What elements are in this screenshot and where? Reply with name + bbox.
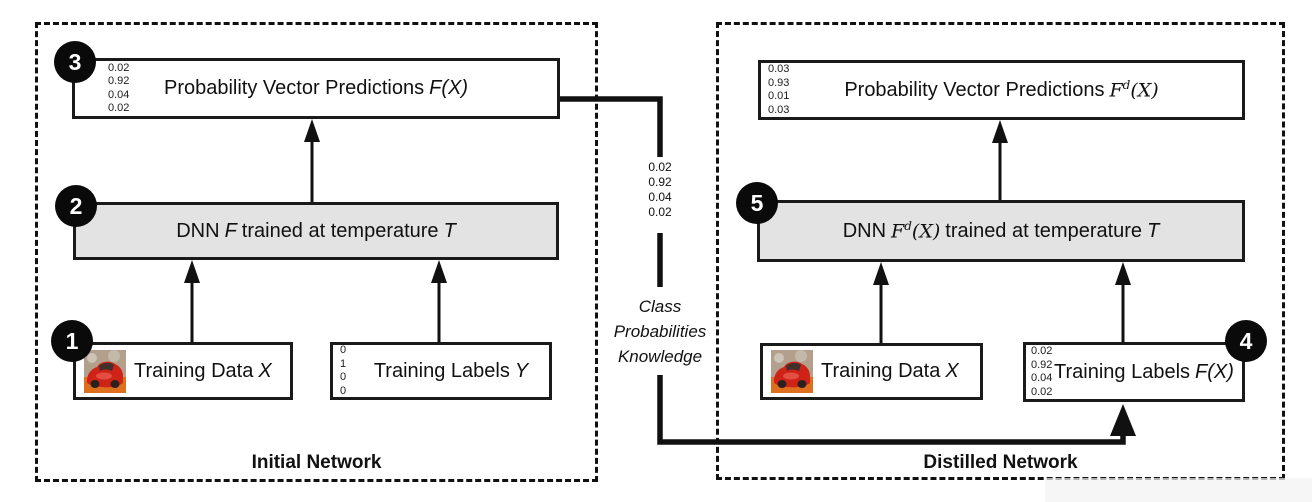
math-fx: F(X) [429, 77, 469, 99]
training-data-label-distilled: Training Data X [821, 360, 959, 382]
prediction-box-distilled: 0.03 0.93 0.01 0.03 Probability Vector P… [758, 60, 1245, 120]
math-y: Y [514, 359, 529, 382]
training-data-box-initial: Training Data X [73, 342, 293, 400]
knowledge-values: 0.02 0.92 0.04 0.02 [648, 160, 672, 219]
training-labels-box-distilled: 0.02 0.92 0.04 0.02 Training Labels F(X) [1023, 342, 1245, 402]
training-labels-label-initial: Training Labels Y [373, 359, 529, 382]
training-image-car [771, 350, 813, 393]
prediction-values-initial: 0.02 0.92 0.04 0.02 [108, 61, 130, 115]
initial-network-panel [35, 22, 598, 482]
math-t: T [1147, 220, 1160, 243]
training-labels-values-distilled: 0.02 0.92 0.04 0.02 [1031, 345, 1053, 398]
knowledge-caption: Class Probabilities Knowledge [613, 297, 707, 366]
training-labels-label-distilled: Training Labels F(X) [1054, 360, 1234, 383]
training-image-car [84, 349, 126, 393]
step-badge-2: 2 [55, 185, 97, 227]
training-data-box-distilled: Training Data X [760, 343, 983, 400]
prediction-label-initial: Probability Vector Predictions F(X) [163, 77, 469, 99]
distilled-network-caption: Distilled Network [923, 452, 1078, 473]
initial-network-caption: Initial Network [251, 452, 382, 473]
training-labels-box-initial: 0 1 0 0 Training Labels Y [330, 342, 552, 400]
distilled-network-panel [716, 22, 1285, 480]
math-x: X [258, 359, 272, 382]
math-f: F [224, 219, 237, 242]
math-fd-x: Fd(X) [1109, 77, 1159, 102]
prediction-values-distilled: 0.03 0.93 0.01 0.03 [768, 63, 790, 116]
dnn-box-distilled: DNN Fd(X) trained at temperature T [757, 200, 1245, 262]
step-badge-4: 4 [1225, 320, 1267, 362]
dnn-label-initial: DNN F trained at temperature T [176, 219, 456, 242]
training-labels-values-initial: 0 1 0 0 [340, 344, 347, 397]
math-x: X [945, 360, 959, 382]
prediction-label-distilled: Probability Vector Predictions Fd(X) [844, 77, 1159, 102]
dnn-label-distilled: DNN Fd(X) trained at temperature T [842, 218, 1160, 243]
scan-artifact [1045, 478, 1312, 502]
math-t: T [443, 219, 456, 242]
step-badge-3: 3 [54, 41, 96, 83]
math-fx: F(X) [1195, 360, 1234, 383]
step-badge-1: 1 [51, 320, 93, 362]
prediction-box-initial: 0.02 0.92 0.04 0.02 Probability Vector P… [72, 58, 560, 119]
training-data-label-initial: Training Data X [134, 359, 272, 382]
dnn-box-initial: DNN F trained at temperature T [73, 202, 559, 260]
math-fd-x: Fd(X) [891, 218, 941, 243]
step-badge-5: 5 [736, 182, 778, 224]
